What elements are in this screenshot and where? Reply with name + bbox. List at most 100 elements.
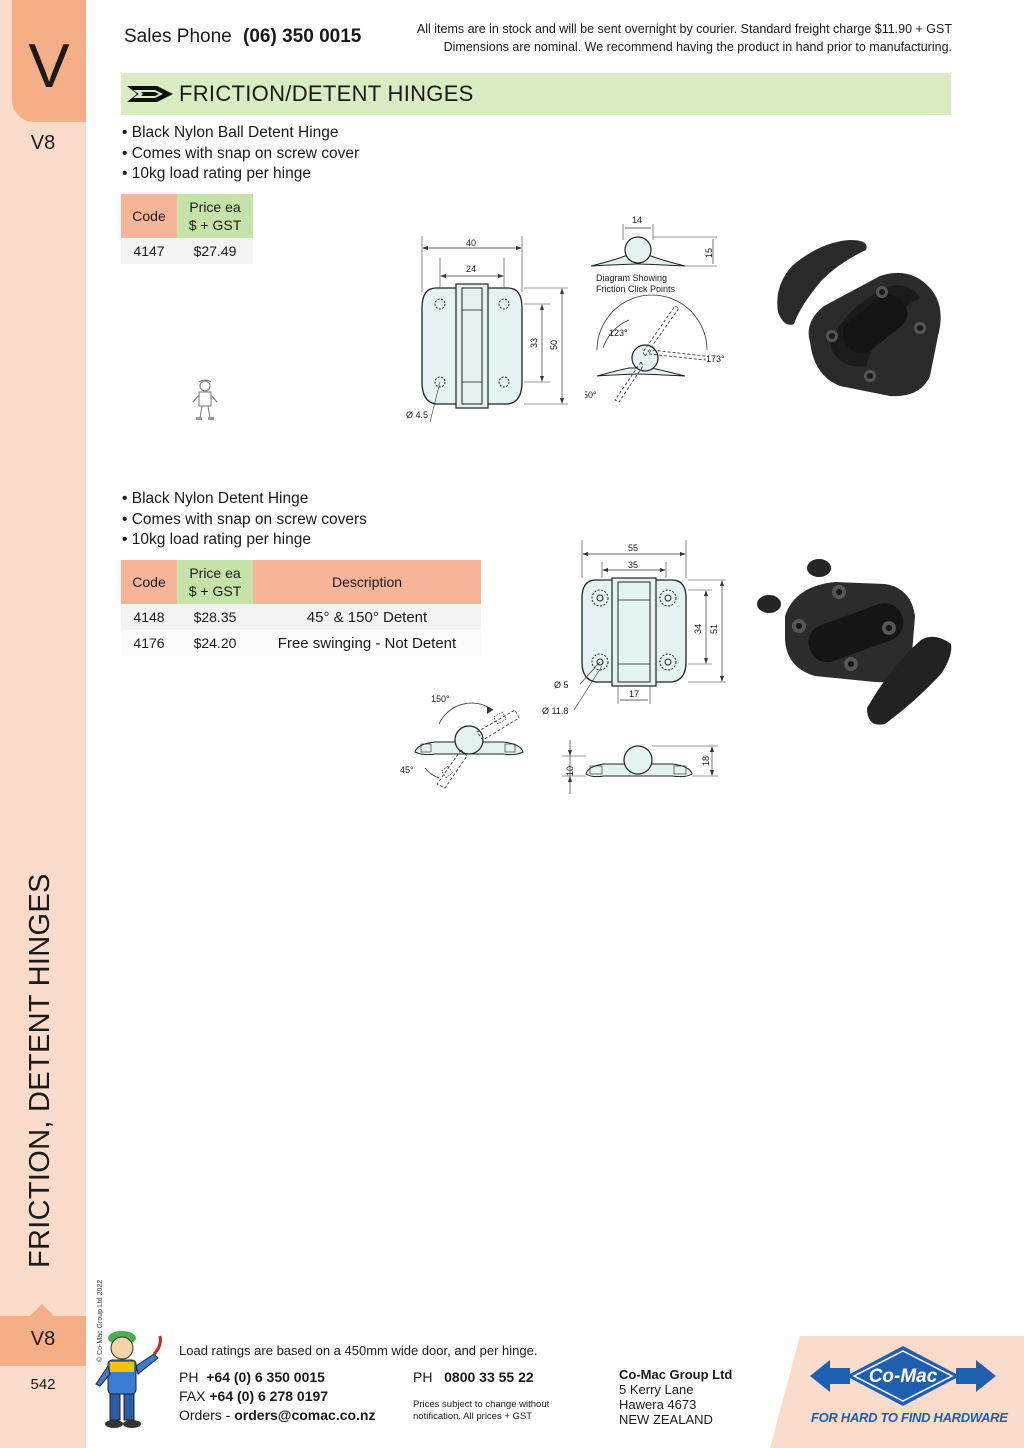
angle-label: 173° [706,354,725,364]
dim-label: Ø 4.5 [406,410,428,420]
section-tab[interactable]: V [12,0,86,122]
orders-email[interactable]: orders@comac.co.nz [234,1407,376,1423]
angle-label: 50° [585,390,597,400]
mascot-icon [95,1331,162,1428]
product2-side-drawing: 10 18 [562,740,718,794]
mascot-icon [192,379,218,420]
sales-phone-label: Sales Phone [124,26,232,47]
product1-photo [777,240,941,397]
table-row[interactable]: 4148 $28.35 45° & 150° Detent [121,604,481,630]
tagline: FOR HARD TO FIND HARDWARE [811,1410,1008,1425]
angle-label: 150° [431,694,450,704]
col-price-line2: $ + GST [188,583,242,599]
orders-label: Orders - [179,1407,231,1423]
sales-phone-number[interactable]: (06) 350 0015 [243,26,362,47]
dim-label: Ø 11.8 [542,706,568,716]
section-header: FRICTION/DETENT HINGES [121,73,951,115]
dim-label: 10 [565,766,575,776]
dim-label: 15 [704,248,714,258]
notice-line-1: All items are in stock and will be sent … [416,22,952,36]
product1-features: Black Nylon Ball Detent Hinge Comes with… [122,123,359,185]
logo-text: Co-Mac [869,1366,938,1387]
dim-label: 33 [529,338,539,348]
page-number: 542 [30,1376,56,1393]
feature-item: Comes with snap on screw covers [122,510,367,531]
phone-label: PH [179,1369,199,1385]
phone-number[interactable]: +64 (0) 6 350 0015 [206,1369,325,1385]
sales-phone: Sales Phone (06) 350 0015 [124,26,361,48]
arrow-icon [127,86,173,102]
diagram-caption: Friction Click Points [596,284,676,294]
address-line: NEW ZEALAND [619,1412,713,1427]
cell-price: $24.20 [177,630,253,656]
fax-number: +64 (0) 6 278 0197 [209,1388,329,1404]
cell-description: 45° & 150° Detent [253,604,481,630]
product2-front-drawing: 55 35 34 51 Ø 5 Ø 11.8 17 [542,540,726,716]
comac-logo-icon[interactable]: Co-Mac [810,1346,996,1406]
freephone-number[interactable]: 0800 33 55 22 [444,1369,534,1385]
dim-label: 18 [701,756,711,766]
section-title: FRICTION/DETENT HINGES [179,81,474,106]
diagram-caption: Diagram Showing [596,273,667,283]
col-description: Description [253,560,481,604]
product1-front-drawing: 40 24 33 50 Ø 4.5 [406,236,568,423]
cell-price: $27.49 [177,238,253,264]
company-name: Co-Mac Group Ltd [619,1367,733,1382]
pricing-note-line: notification. All prices + GST [413,1411,533,1422]
col-price-line2: $ + GST [188,217,242,233]
feature-item: Comes with snap on screw cover [122,144,359,165]
fax-label: FAX [179,1388,206,1404]
section-code: V8 [30,132,56,154]
product1-price-table: Code Price ea $ + GST 4147 $27.49 [121,194,253,264]
product2-price-table: Code Price ea $ + GST Description 4148 $… [121,560,481,656]
col-price: Price ea $ + GST [177,560,253,604]
product2-photo [757,559,952,725]
address-line: Hawera 4673 [619,1397,697,1412]
load-rating-note: Load ratings are based on a 450mm wide d… [179,1343,538,1358]
fax-line: FAX +64 (0) 6 278 0197 [179,1387,376,1406]
dim-label: 55 [628,543,638,553]
feature-item: 10kg load rating per hinge [122,164,359,185]
dim-label: 51 [709,624,719,634]
feature-item: Black Nylon Ball Detent Hinge [122,123,359,144]
notice-line-2: Dimensions are nominal. We recommend hav… [443,40,952,54]
dim-label: Ø 5 [554,680,569,690]
dim-label: 14 [632,215,642,225]
pricing-note-line: Prices subject to change without [413,1399,550,1410]
pricing-note: Prices subject to change without notific… [413,1399,549,1423]
product2-detent-diagram: 150° 45° [400,694,524,789]
cell-description: Free swinging - Not Detent [253,630,481,656]
cell-code: 4176 [121,630,177,656]
cell-price: $28.35 [177,604,253,630]
phone-line: PH +64 (0) 6 350 0015 [179,1368,376,1387]
orders-line: Orders - orders@comac.co.nz [179,1406,376,1425]
angle-label: 45° [400,765,414,775]
feature-item: 10kg load rating per hinge [122,530,367,551]
address-line: 5 Kerry Lane [619,1382,694,1397]
cell-code: 4148 [121,604,177,630]
bottom-section-tab[interactable]: V8 [0,1304,86,1366]
col-code: Code [121,560,177,604]
bottom-section-code: V8 [30,1328,56,1350]
dim-label: 17 [629,689,639,699]
freephone-line: PH 0800 33 55 22 [413,1368,534,1387]
dim-label: 34 [693,624,703,634]
section-letter: V [28,32,70,101]
col-price: Price ea $ + GST [177,194,253,238]
vertical-section-title: FRICTION, DETENT HINGES [24,873,56,1268]
sidebar: V V8 FRICTION, DETENT HINGES V8 542 [0,0,86,1448]
table-row[interactable]: 4176 $24.20 Free swinging - Not Detent [121,630,481,656]
table-row[interactable]: 4147 $27.49 [121,238,253,264]
contact-block: PH +64 (0) 6 350 0015 FAX +64 (0) 6 278 … [179,1368,376,1425]
feature-item: Black Nylon Detent Hinge [122,489,367,510]
dim-label: 50 [549,340,559,350]
product2-features: Black Nylon Detent Hinge Comes with snap… [122,489,367,551]
dim-label: 40 [466,238,476,248]
freephone-label: PH [413,1369,433,1385]
stock-notice: All items are in stock and will be sent … [417,20,952,56]
angle-label: 123° [609,328,628,338]
col-price-line1: Price ea [189,199,241,215]
dim-label: 24 [466,264,476,274]
col-price-line1: Price ea [189,565,241,581]
dim-label: 35 [628,560,638,570]
